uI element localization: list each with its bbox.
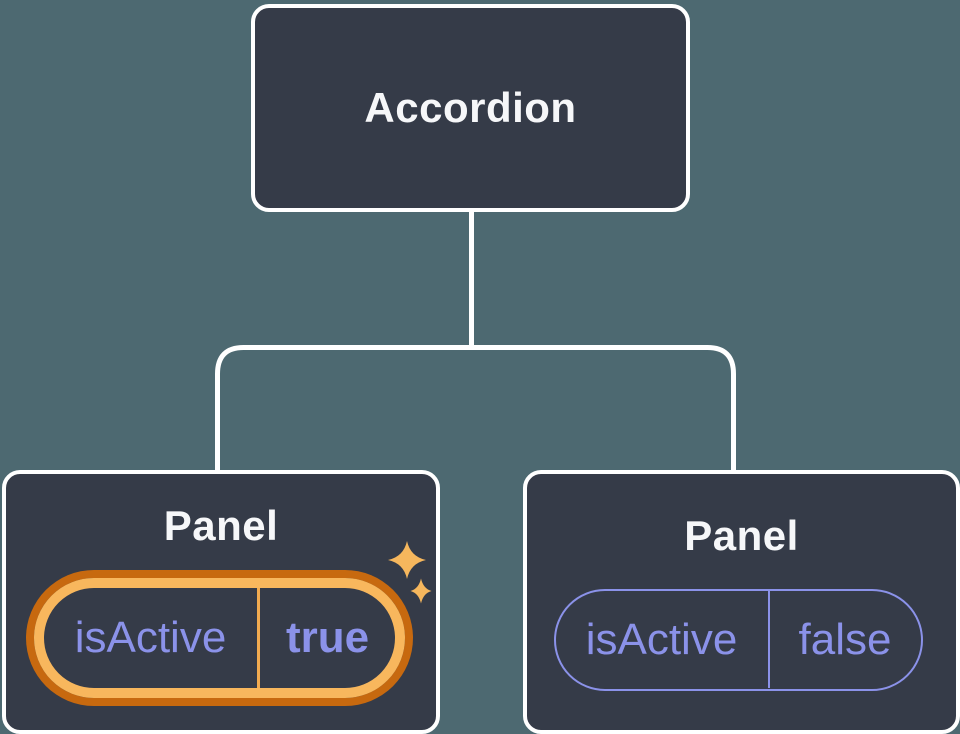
- panel-node-label: Panel: [684, 512, 799, 559]
- panel-node-inactive: Panel isActive false: [523, 470, 960, 734]
- state-value: false: [798, 615, 892, 664]
- accordion-node-label: Accordion: [364, 84, 577, 131]
- state-value: true: [285, 613, 370, 662]
- state-name: isActive: [585, 615, 738, 664]
- sparkle-icon: [388, 541, 432, 604]
- pill-divider: [257, 588, 260, 688]
- panel-node-label: Panel: [163, 502, 279, 549]
- state-pill-active: isActive true: [34, 578, 405, 698]
- accordion-node: Accordion: [251, 4, 690, 212]
- state-pill-inactive: isActive false: [554, 589, 923, 691]
- pill-divider: [767, 591, 770, 688]
- state-name: isActive: [74, 613, 227, 662]
- panel-node-active: Panel isActive true: [2, 470, 440, 734]
